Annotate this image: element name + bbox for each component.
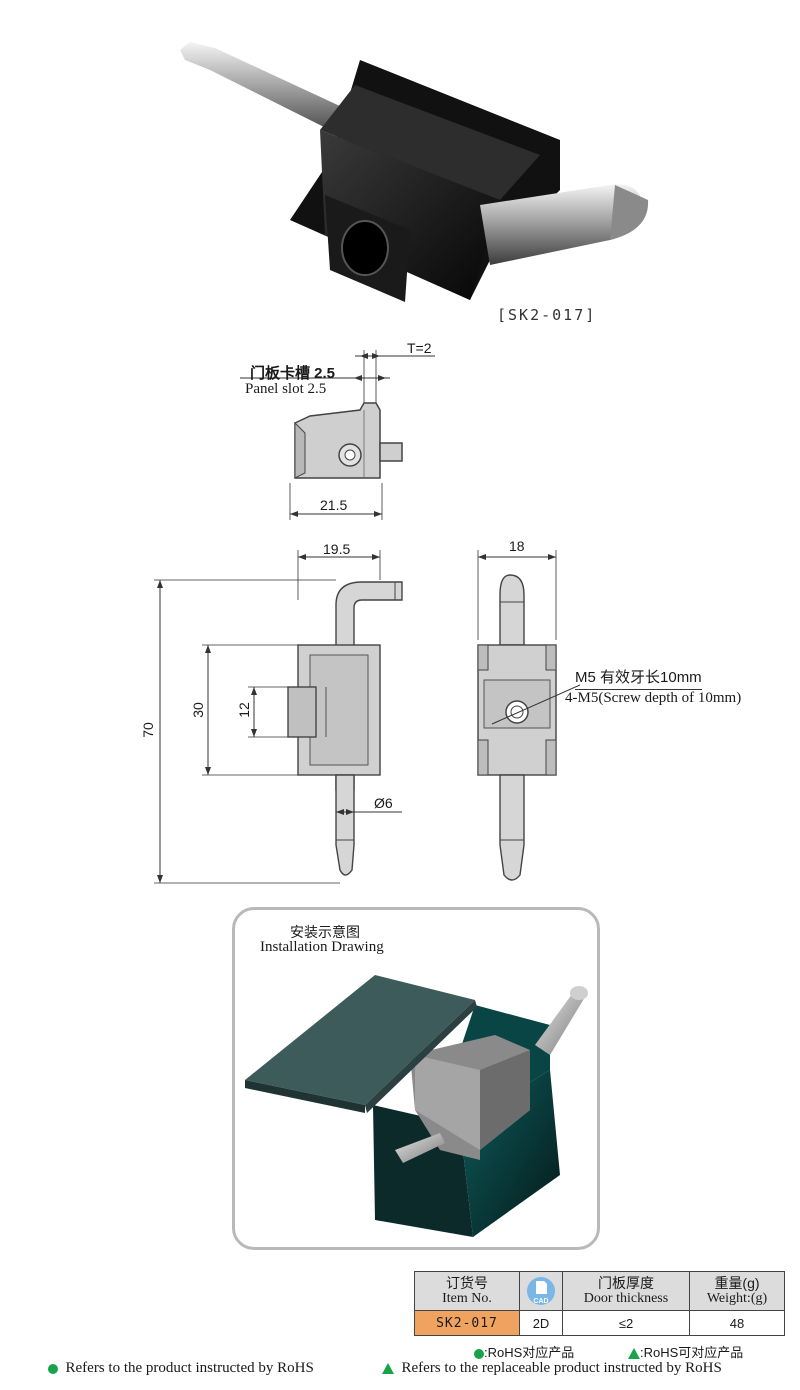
panel-slot-cn: 门板卡槽 2.5 [250,365,336,382]
body-height-label: 30 [189,702,206,718]
green-dot-icon [474,1348,484,1359]
col-weight: 重量(g)Weight:(g) [689,1271,785,1311]
side-width-label: 21.5 [320,497,348,513]
product-code: [SK2-017] [497,306,597,324]
side-view-drawing [240,350,435,520]
installation-title-cn: 安装示意图 [290,924,360,940]
cell-cad: 2D [519,1310,563,1336]
front-width-label: 19.5 [323,541,351,557]
cad-file-icon: CAD [527,1277,555,1305]
pin-diameter-label: Ø6 [374,795,393,811]
cell-item-no: SK2-017 [414,1310,520,1336]
svg-text:CAD: CAD [533,1298,548,1305]
legend-rohs-replace-en: Refers to the replaceable product instru… [382,1360,722,1377]
legend-rohs-replace-cn: :RoHS可对应产品 [628,1342,743,1361]
cell-door-thickness: ≤2 [562,1310,690,1336]
installation-illustration [245,975,588,1237]
thickness-label: T=2 [407,340,432,356]
front-view-drawing [154,550,403,884]
table-row: SK2-017 2D ≤2 48 [414,1310,785,1336]
panel-slot-en: Panel slot 2.5 [245,381,327,397]
product-photo [180,42,649,302]
col-cad: CAD [519,1271,563,1311]
green-triangle-icon [628,1348,640,1360]
green-triangle-icon [382,1363,394,1375]
legend-rohs-en: Refers to the product instructed by RoHS [48,1360,314,1377]
total-height-label: 70 [139,722,156,738]
rear-width-label: 18 [509,538,525,554]
cell-weight: 48 [689,1310,785,1336]
installation-title-en: Installation Drawing [260,939,384,955]
slot-height-label: 12 [235,702,252,718]
legend-rohs-cn: :RoHS对应产品 [474,1342,574,1361]
rear-view-drawing [477,550,580,881]
green-dot-icon [48,1363,58,1374]
thread-en: 4-M5(Screw depth of 10mm) [565,690,742,706]
thread-cn: M5 有效牙长10mm [575,666,702,690]
